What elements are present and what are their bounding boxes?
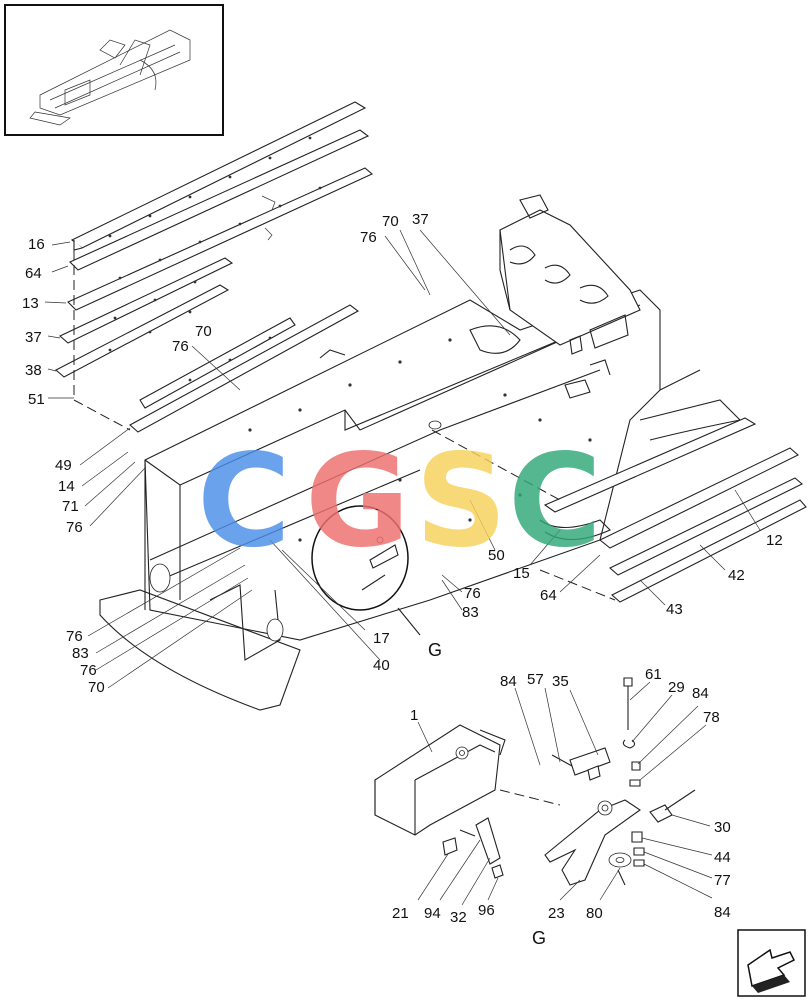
callout-37[interactable]: 37 — [25, 329, 42, 346]
watermark-letter-s: S — [415, 427, 507, 576]
callout-94[interactable]: 94 — [424, 905, 441, 922]
callout-15[interactable]: 15 — [513, 565, 530, 582]
watermark-letter-c2: C — [508, 427, 602, 576]
callout-35[interactable]: 35 — [552, 673, 569, 690]
callout-78[interactable]: 78 — [703, 709, 720, 726]
callout-76[interactable]: 76 — [464, 585, 481, 602]
callout-13[interactable]: 13 — [22, 295, 39, 312]
watermark-letter-g: G — [305, 427, 410, 576]
callout-38[interactable]: 38 — [25, 362, 42, 379]
detail-label-g[interactable]: G — [428, 640, 442, 660]
callout-76[interactable]: 76 — [66, 519, 83, 536]
callout-57[interactable]: 57 — [527, 671, 544, 688]
arrow-icon — [747, 948, 796, 987]
callout-84[interactable]: 84 — [692, 685, 709, 702]
callout-76[interactable]: 76 — [66, 628, 83, 645]
callout-83[interactable]: 83 — [72, 645, 89, 662]
upper-bracket-assembly — [499, 194, 641, 355]
callout-30[interactable]: 30 — [714, 819, 731, 836]
callout-43[interactable]: 43 — [666, 601, 683, 618]
callout-84[interactable]: 84 — [714, 904, 731, 921]
next-page-arrow-button[interactable] — [737, 929, 806, 997]
callout-70[interactable]: 70 — [88, 679, 105, 696]
callout-12[interactable]: 12 — [766, 532, 783, 549]
overview-thumbnail[interactable] — [4, 4, 224, 136]
callout-16[interactable]: 16 — [28, 236, 45, 253]
callout-76[interactable]: 76 — [80, 662, 97, 679]
callout-14[interactable]: 14 — [58, 478, 75, 495]
detail-label-g-bottom: G — [532, 928, 546, 948]
callout-42[interactable]: 42 — [728, 567, 745, 584]
callout-70[interactable]: 70 — [382, 213, 399, 230]
callout-29[interactable]: 29 — [668, 679, 685, 696]
callout-37[interactable]: 37 — [412, 211, 429, 228]
leader-lines — [44, 229, 761, 906]
callout-70[interactable]: 70 — [195, 323, 212, 340]
callout-77[interactable]: 77 — [714, 872, 731, 889]
callout-76[interactable]: 76 — [172, 338, 189, 355]
callout-64[interactable]: 64 — [540, 587, 557, 604]
callout-61[interactable]: 61 — [645, 666, 662, 683]
main-frame — [99, 289, 742, 711]
callout-44[interactable]: 44 — [714, 849, 731, 866]
callout-84[interactable]: 84 — [500, 673, 517, 690]
detail-g-circle[interactable] — [311, 505, 421, 636]
callout-32[interactable]: 32 — [450, 909, 467, 926]
callout-71[interactable]: 71 — [62, 498, 79, 515]
callout-40[interactable]: 40 — [373, 657, 390, 674]
plate-stack — [55, 101, 374, 433]
callout-1[interactable]: 1 — [410, 707, 418, 724]
callout-50[interactable]: 50 — [488, 547, 505, 564]
callout-21[interactable]: 21 — [392, 905, 409, 922]
callouts: 16 64 13 37 38 51 70 76 49 14 71 76 70 7… — [22, 211, 783, 948]
callout-80[interactable]: 80 — [586, 905, 603, 922]
watermark-letter-c1: C — [197, 427, 291, 576]
cgsc-watermark: C G S C — [197, 427, 602, 576]
callout-23[interactable]: 23 — [548, 905, 565, 922]
callout-76[interactable]: 76 — [360, 229, 377, 246]
callout-17[interactable]: 17 — [373, 630, 390, 647]
callout-49[interactable]: 49 — [55, 457, 72, 474]
callout-83[interactable]: 83 — [462, 604, 479, 621]
callout-64[interactable]: 64 — [25, 265, 42, 282]
callout-51[interactable]: 51 — [28, 391, 45, 408]
detail-g-parts — [374, 677, 696, 886]
callout-96[interactable]: 96 — [478, 902, 495, 919]
